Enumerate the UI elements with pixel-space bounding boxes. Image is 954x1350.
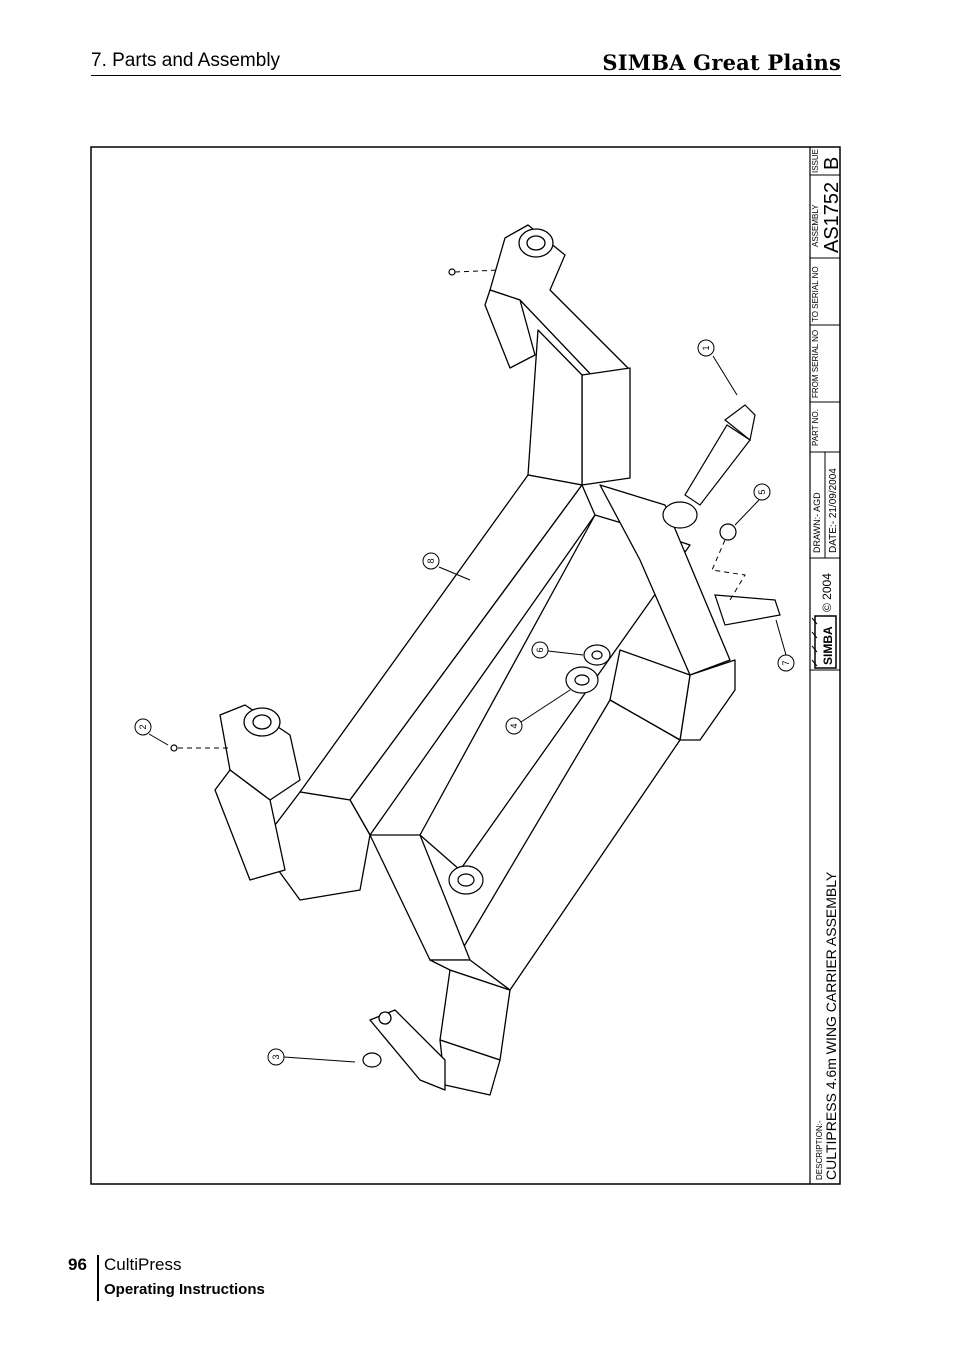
section-title: 7. Parts and Assembly xyxy=(91,50,281,71)
drawing-description: CULTIPRESS 4.6m WING CARRIER ASSEMBLY xyxy=(823,871,839,1180)
simba-logo: SIMBA xyxy=(811,615,837,669)
assembly-label: ASSEMBLY xyxy=(811,204,820,247)
part-no-label: PART NO. xyxy=(811,409,820,446)
callout-8: 8 xyxy=(426,558,436,563)
page-number: 96 xyxy=(68,1255,87,1274)
header-rule xyxy=(91,75,841,76)
assembly-number: AS1752 xyxy=(821,182,843,253)
from-serial-label: FROM SERIAL NO xyxy=(811,330,820,398)
to-serial-label: TO SERIAL NO xyxy=(811,266,820,322)
callout-1: 1 xyxy=(701,345,711,350)
callout-7: 7 xyxy=(781,660,791,665)
footer-divider xyxy=(97,1255,99,1301)
callout-2: 2 xyxy=(138,724,148,729)
callout-6: 6 xyxy=(535,647,545,652)
drawing-date: DATE:- 21/09/2004 xyxy=(828,468,839,553)
drawing-frame xyxy=(90,146,841,1185)
footer-title: CultiPress xyxy=(104,1255,182,1274)
issue-value: B xyxy=(821,157,843,170)
description-label: DESCRIPTION:- xyxy=(815,1120,824,1180)
callout-4: 4 xyxy=(509,723,519,728)
footer-subtitle: Operating Instructions xyxy=(104,1281,265,1298)
callout-5: 5 xyxy=(757,489,767,494)
drawn-by: DRAWN:- AGD xyxy=(812,492,822,553)
simba-logo-text: SIMBA xyxy=(821,626,835,665)
issue-label: ISSUE xyxy=(811,149,820,173)
copyright: © 2004 xyxy=(820,573,834,612)
callout-3: 3 xyxy=(271,1054,281,1059)
brand-logo: SIMBA Great Plains xyxy=(602,50,841,75)
